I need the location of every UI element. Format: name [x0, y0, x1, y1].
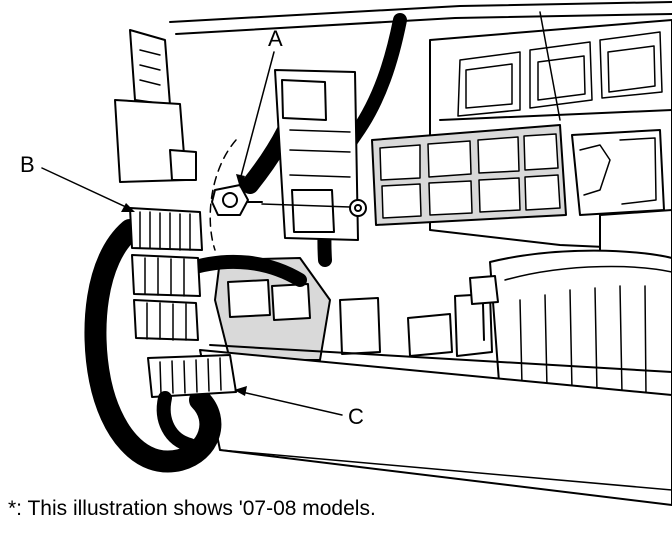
callout-a: A: [236, 26, 283, 188]
callout-b-label: B: [20, 152, 35, 177]
callout-b: B: [20, 152, 135, 212]
vent-grille-upper: [457, 31, 663, 117]
connector-b: [129, 207, 203, 341]
connector-c: [147, 354, 237, 452]
callout-c: C: [234, 386, 364, 429]
callout-c-label: C: [348, 404, 364, 429]
ground-bolt-a: [209, 139, 263, 251]
ground-bolt-right: [349, 199, 367, 217]
callout-b-arrowhead: [121, 203, 135, 212]
callout-a-arrowhead: [236, 174, 245, 188]
alignment-line: [261, 203, 351, 208]
bracket-right: [469, 275, 499, 341]
relay-bracket: [274, 69, 359, 241]
callout-c-arrowhead: [234, 386, 247, 396]
relay-unit-left: [114, 29, 197, 183]
vent-grille: [371, 124, 567, 226]
illustration-caption: *: This illustration shows '07-08 models…: [8, 497, 376, 520]
callout-a-label: A: [268, 26, 283, 51]
harness-left: [84, 219, 307, 473]
reservoir-bracket: [571, 129, 672, 263]
